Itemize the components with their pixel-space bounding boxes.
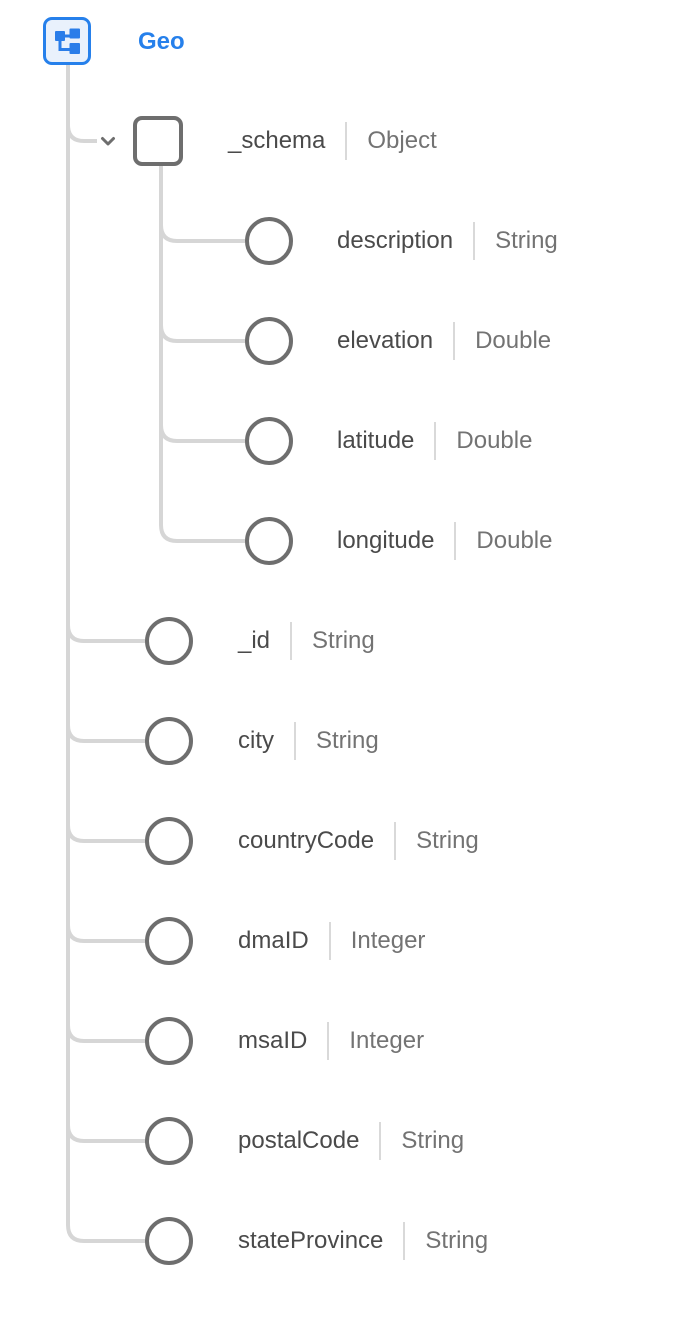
field-row-description[interactable]: description String xyxy=(245,216,558,266)
field-node-shape[interactable] xyxy=(145,717,193,765)
type-divider xyxy=(434,422,437,460)
field-type-label: Double xyxy=(456,427,533,454)
object-node-shape[interactable] xyxy=(133,116,183,166)
type-divider xyxy=(473,222,476,260)
field-name-label: latitude xyxy=(337,427,415,454)
field-name-label: _schema xyxy=(228,127,326,154)
type-divider xyxy=(454,522,457,560)
field-type-label: String xyxy=(495,227,558,254)
field-type-label: Object xyxy=(367,127,437,154)
field-name-label: elevation xyxy=(337,327,434,354)
field-node-shape[interactable] xyxy=(145,1017,193,1065)
type-divider xyxy=(403,1222,406,1260)
field-name-label: longitude xyxy=(337,527,435,554)
field-name-label: postalCode xyxy=(238,1127,360,1154)
field-type-label: String xyxy=(401,1127,465,1154)
field-node-shape[interactable] xyxy=(245,217,293,265)
type-divider xyxy=(394,822,397,860)
field-type-label: Double xyxy=(476,527,553,554)
field-row-postalcode[interactable]: postalCode String xyxy=(145,1116,464,1166)
field-node-shape[interactable] xyxy=(145,917,193,965)
collapse-toggle-button[interactable] xyxy=(98,131,118,151)
schema-root-node[interactable] xyxy=(43,17,91,65)
type-divider xyxy=(327,1022,330,1060)
field-node-shape[interactable] xyxy=(245,417,293,465)
field-name-label: dmaID xyxy=(238,927,309,954)
type-divider xyxy=(453,322,456,360)
field-name-label: countryCode xyxy=(238,827,375,854)
field-row-schema[interactable]: _schema Object xyxy=(98,116,437,166)
field-type-label: Integer xyxy=(349,1027,425,1054)
field-name-label: msaID xyxy=(238,1027,308,1054)
field-name-label: city xyxy=(238,727,274,754)
field-type-label: String xyxy=(316,727,379,754)
type-divider xyxy=(379,1122,382,1160)
type-divider xyxy=(328,922,331,960)
field-row-stateprovince[interactable]: stateProvince String xyxy=(145,1216,488,1266)
type-divider xyxy=(345,122,348,160)
field-node-shape[interactable] xyxy=(245,517,293,565)
field-node-shape[interactable] xyxy=(145,617,193,665)
field-row-longitude[interactable]: longitude Double xyxy=(245,516,552,566)
field-row-id[interactable]: _id String xyxy=(145,616,375,666)
field-name-label: stateProvince xyxy=(238,1227,384,1254)
field-row-countrycode[interactable]: countryCode String xyxy=(145,816,479,866)
schema-tree-icon xyxy=(52,26,82,56)
field-row-msaid[interactable]: msaID Integer xyxy=(145,1016,424,1066)
type-divider xyxy=(290,622,293,660)
field-row-dmaid[interactable]: dmaID Integer xyxy=(145,916,425,966)
schema-name-label[interactable]: Geo xyxy=(138,28,185,55)
field-type-label: String xyxy=(425,1227,489,1254)
field-type-label: Integer xyxy=(350,927,426,954)
field-type-label: String xyxy=(416,827,479,854)
field-name-label: _id xyxy=(238,627,271,654)
field-node-shape[interactable] xyxy=(245,317,293,365)
field-row-latitude[interactable]: latitude Double xyxy=(245,416,532,466)
field-row-city[interactable]: city String xyxy=(145,716,379,766)
field-node-shape[interactable] xyxy=(145,1117,193,1165)
field-type-label: String xyxy=(312,627,375,654)
field-node-shape[interactable] xyxy=(145,1217,193,1265)
field-row-elevation[interactable]: elevation Double xyxy=(245,316,551,366)
chevron-down-icon xyxy=(99,132,117,150)
type-divider xyxy=(294,722,296,760)
field-type-label: Double xyxy=(475,327,552,354)
field-node-shape[interactable] xyxy=(145,817,193,865)
field-name-label: description xyxy=(337,227,454,254)
